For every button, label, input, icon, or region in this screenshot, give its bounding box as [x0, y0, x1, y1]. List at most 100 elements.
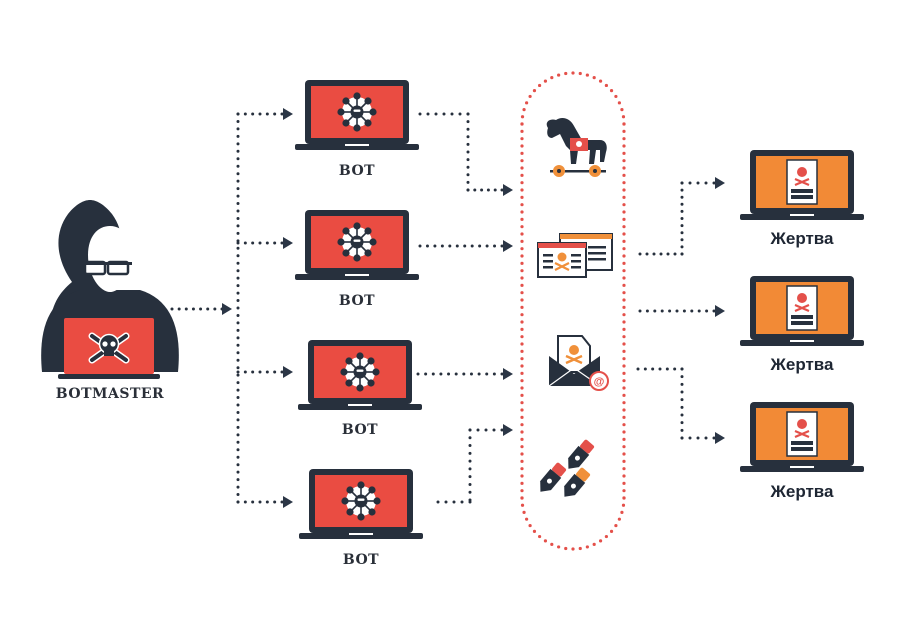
connector-dot — [431, 372, 435, 376]
connector-dot — [520, 379, 524, 383]
connector-dot — [622, 459, 626, 463]
arrow-right-icon — [503, 424, 513, 436]
connector-dot — [665, 367, 669, 371]
connector-dot — [236, 269, 240, 273]
connector-dot — [442, 112, 446, 116]
arrow-right-icon — [283, 366, 293, 378]
arrow-right-icon — [715, 432, 725, 444]
connector-dot — [236, 299, 240, 303]
connector-dot — [622, 283, 626, 287]
connector-dot — [468, 467, 472, 471]
connector-dot — [622, 225, 626, 229]
connector-dot — [520, 173, 524, 177]
connector-dot — [653, 309, 657, 313]
connector-dot — [444, 500, 448, 504]
connector-dot — [622, 232, 626, 236]
connector-dot — [480, 188, 484, 192]
connector-dot — [243, 500, 247, 504]
container-dot — [571, 71, 575, 75]
connector-dot — [466, 112, 470, 116]
connector-dot — [622, 188, 626, 192]
connector-dot — [638, 252, 642, 256]
connector-dot — [243, 241, 247, 245]
botmaster-laptop — [58, 318, 160, 379]
connector-dot — [680, 188, 684, 192]
bot-laptop-2: BOT — [295, 210, 419, 309]
container-dot — [604, 83, 608, 88]
connector-dot — [680, 209, 684, 213]
connector-dot — [466, 158, 470, 162]
container-dot — [622, 496, 626, 500]
connector-dot — [251, 241, 255, 245]
connector-dot — [469, 372, 473, 376]
arrow-right-icon — [222, 303, 232, 315]
connector-dot — [520, 195, 524, 199]
connector-dot — [236, 433, 240, 437]
connector-dot — [520, 401, 524, 405]
virus-icon — [295, 80, 419, 150]
connector-dot — [622, 247, 626, 251]
connector-dot — [468, 436, 472, 440]
container-dot — [585, 545, 589, 549]
connector-dot — [680, 252, 684, 256]
connector-dot — [478, 244, 482, 248]
connector-dot — [280, 370, 284, 374]
container-dot — [614, 94, 618, 99]
connector-dot — [675, 309, 679, 313]
connector-dot — [466, 135, 470, 139]
connector-dot — [680, 202, 684, 206]
connector-dot — [236, 149, 240, 153]
connector-dot — [199, 307, 203, 311]
connector-dot — [696, 436, 700, 440]
connector-dot — [680, 421, 684, 425]
connector-dot — [436, 500, 440, 504]
connector-dot — [680, 405, 684, 409]
connector-dot — [680, 238, 684, 242]
connector-dot — [476, 428, 480, 432]
connector-dot — [236, 134, 240, 138]
connector-dot — [520, 459, 524, 463]
connector-dot — [690, 309, 694, 313]
connector-dot — [520, 166, 524, 170]
connector-dot — [659, 252, 663, 256]
connector-dot — [236, 448, 240, 452]
connector-dot — [645, 252, 649, 256]
connector-dot — [622, 269, 626, 273]
connector-dot — [520, 247, 524, 251]
virus-icon — [298, 340, 422, 410]
botmaster-figure: BOTMASTER — [41, 200, 179, 402]
connector-dot — [236, 187, 240, 191]
connector-dot — [520, 445, 524, 449]
connector-dot — [520, 342, 524, 346]
connector-dot — [520, 225, 524, 229]
connector-dot — [622, 166, 626, 170]
connector-dot — [520, 239, 524, 243]
connector-dot — [439, 372, 443, 376]
container-dot — [564, 71, 568, 76]
container-dot — [604, 534, 608, 539]
connector-dot — [645, 309, 649, 313]
connector-dot — [658, 367, 662, 371]
container-dot — [525, 517, 529, 521]
connector-dot — [680, 375, 684, 379]
container-dot — [592, 76, 596, 80]
connector-dot — [477, 372, 481, 376]
connector-dot — [680, 367, 684, 371]
connector-dot — [622, 489, 626, 493]
connector-dot — [466, 180, 470, 184]
connector-dot — [265, 241, 269, 245]
container-dot — [578, 546, 582, 551]
connector-dot — [622, 217, 626, 221]
connector-dot — [236, 216, 240, 220]
connector-dot — [236, 231, 240, 235]
connector-dot — [466, 127, 470, 131]
connector-dot — [236, 246, 240, 250]
connector-dot — [712, 436, 716, 440]
connector-dot — [236, 463, 240, 467]
connector-dot — [680, 181, 684, 185]
connector-dot — [191, 307, 195, 311]
connector-dot — [520, 481, 524, 485]
attack-vectors-container — [520, 71, 626, 551]
connector-dot — [520, 474, 524, 478]
connector-dot — [177, 307, 181, 311]
